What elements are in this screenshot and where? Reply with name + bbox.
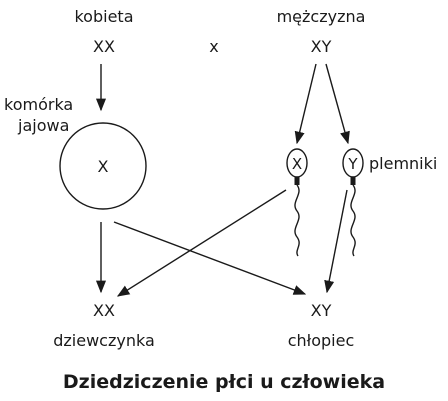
boy-genotype: XY — [311, 301, 332, 320]
male-label: mężczyzna — [277, 7, 366, 26]
girl-genotype: XX — [93, 301, 115, 320]
cross-symbol: x — [209, 37, 218, 56]
sperm-x-chromosome: X — [292, 155, 302, 173]
egg-label-line1: komórka — [4, 95, 73, 114]
arrow-egg-to-boy — [113, 221, 307, 295]
sperm-label: plemniki — [369, 154, 437, 173]
girl-label: dziewczynka — [53, 331, 155, 350]
diagram-caption: Dziedziczenie płci u człowieka — [63, 371, 385, 393]
female-label: kobieta — [74, 7, 133, 26]
arrow-male-to-sperm-x — [294, 63, 317, 145]
sperm-y-chromosome: Y — [347, 155, 358, 173]
arrow-sperm-x-to-girl — [116, 189, 287, 297]
sperm-x: X — [286, 148, 308, 257]
arrow-male-to-sperm-y — [325, 63, 350, 145]
egg-label-line2: jajowa — [17, 116, 69, 135]
female-genotype: XX — [93, 37, 115, 56]
egg-chromosome: X — [98, 157, 109, 176]
sperm-y: Y — [342, 148, 364, 257]
arrow-sperm-y-to-boy — [324, 189, 348, 294]
boy-label: chłopiec — [288, 331, 355, 350]
egg-cell — [59, 122, 147, 210]
male-genotype: XY — [311, 37, 332, 56]
